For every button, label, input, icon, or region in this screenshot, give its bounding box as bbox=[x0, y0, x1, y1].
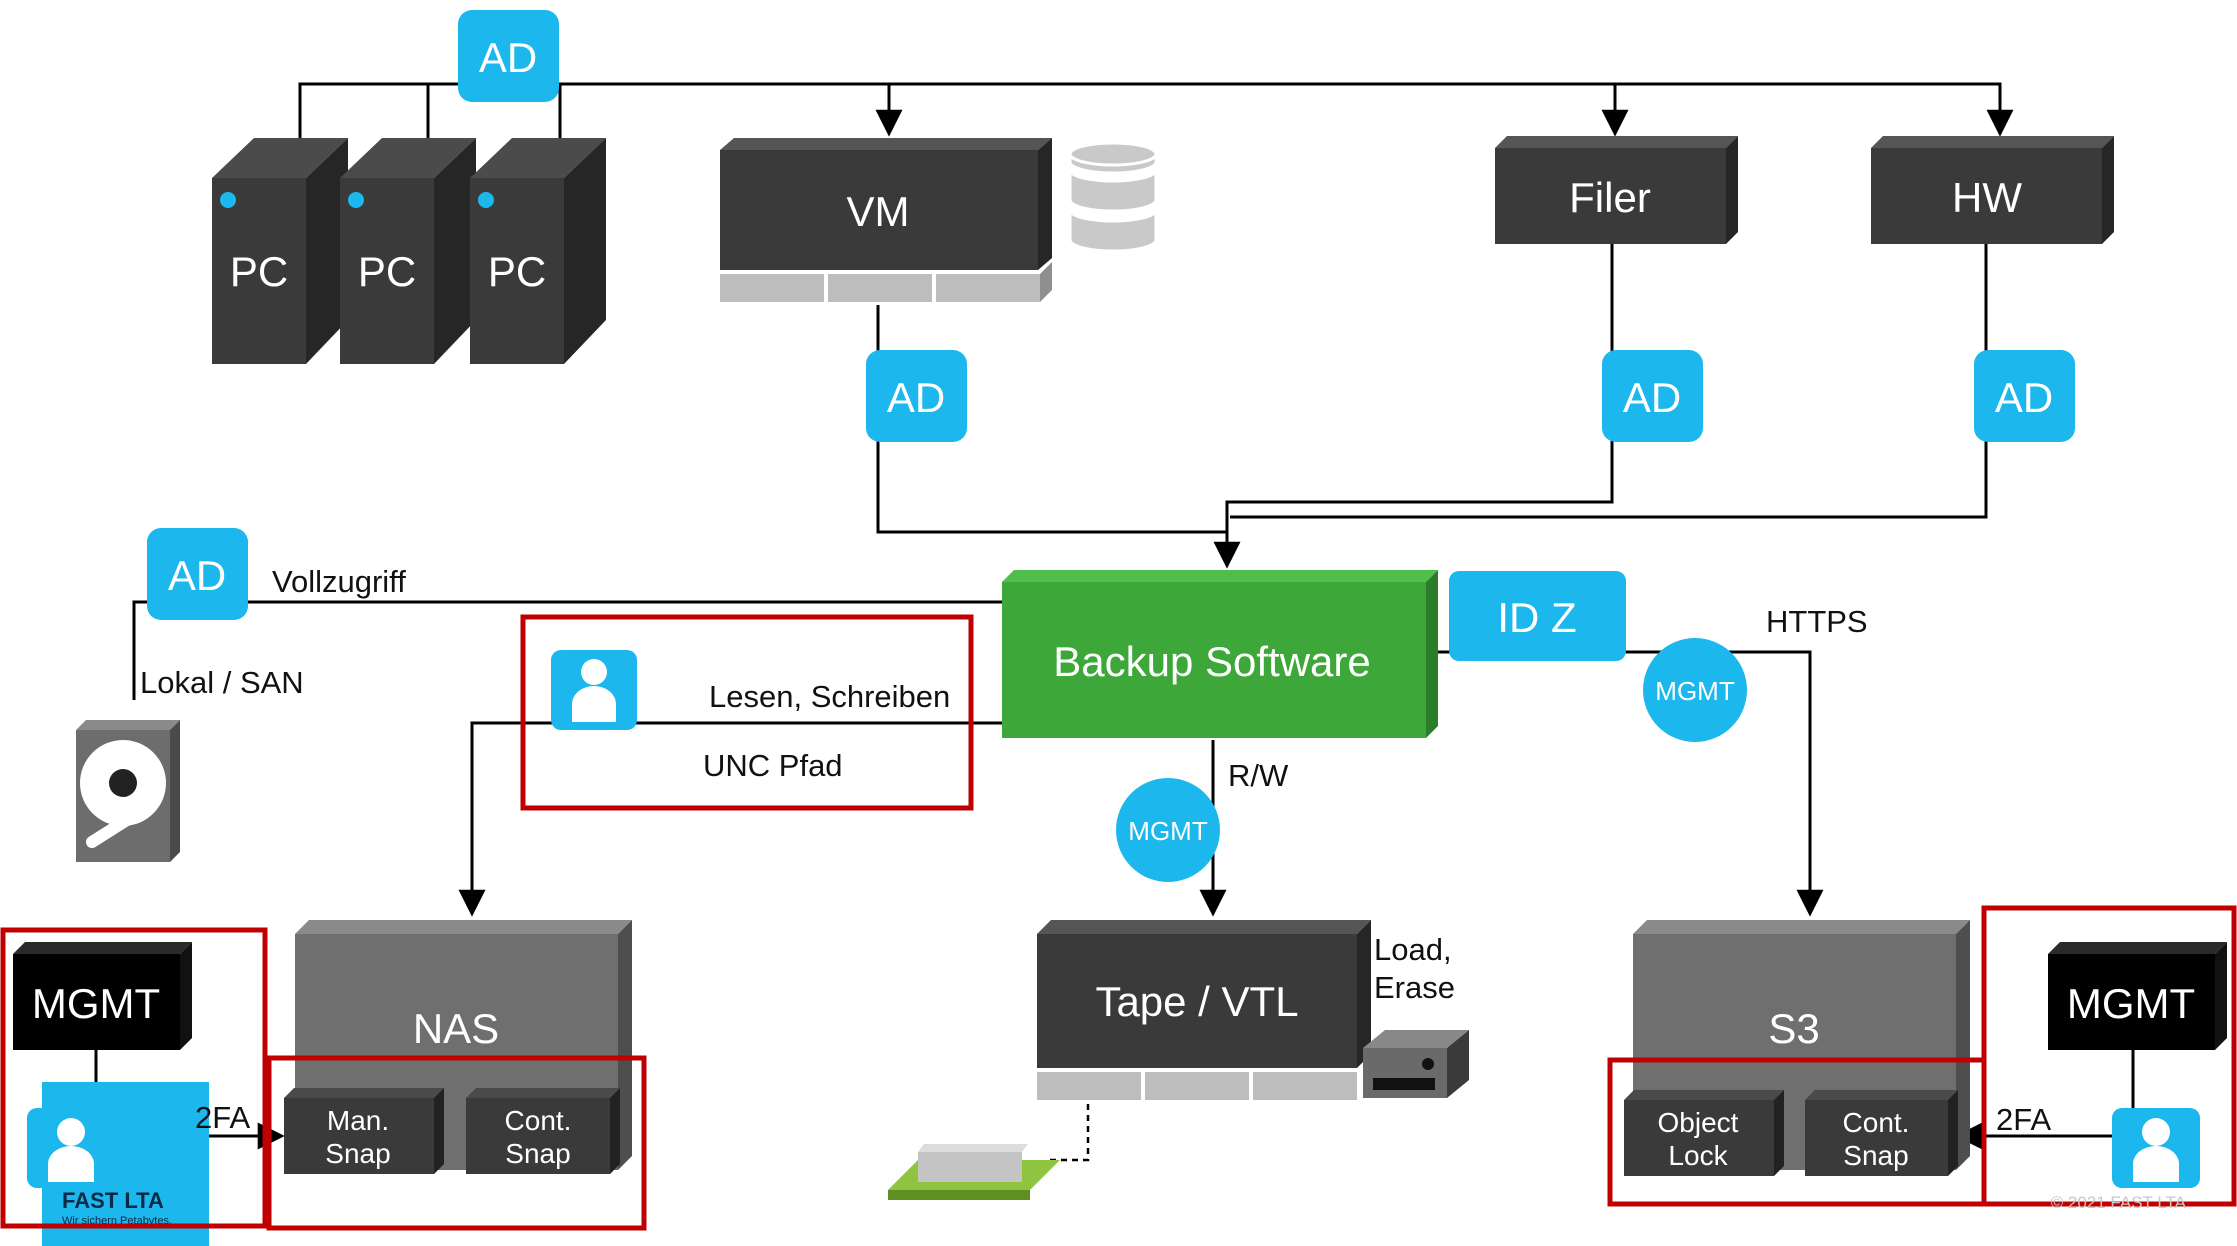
svg-text:Lock: Lock bbox=[1668, 1140, 1728, 1171]
labels: Vollzugriff Lokal / SAN Lesen, Schreiben… bbox=[140, 564, 2187, 1212]
svg-text:ID Z: ID Z bbox=[1497, 594, 1576, 641]
filer-node: Filer bbox=[1495, 136, 1738, 244]
vollzugriff-label: Vollzugriff bbox=[272, 564, 406, 599]
frame-mgmt-right bbox=[1981, 905, 2237, 1207]
user-icon-left bbox=[27, 1108, 115, 1188]
mgmt-circle-right: MGMT bbox=[1643, 638, 1747, 742]
svg-text:MGMT: MGMT bbox=[32, 980, 160, 1027]
svg-text:AD: AD bbox=[1623, 374, 1681, 421]
svg-text:NAS: NAS bbox=[413, 1005, 499, 1052]
ad-badge-top: AD bbox=[458, 10, 559, 102]
svg-text:AD: AD bbox=[168, 552, 226, 599]
tape-to-media-dashed bbox=[1046, 1082, 1090, 1162]
unc-pfad-label: UNC Pfad bbox=[703, 748, 843, 783]
https-label: HTTPS bbox=[1766, 604, 1868, 639]
svg-text:AD: AD bbox=[887, 374, 945, 421]
ad-badge-local: AD bbox=[147, 528, 248, 620]
svg-text:Backup Software: Backup Software bbox=[1053, 638, 1371, 685]
user-icon-right bbox=[2112, 1108, 2200, 1188]
svg-text:AD: AD bbox=[479, 34, 537, 81]
tape-drive-icon bbox=[1363, 1030, 1469, 1098]
copyright-label: © 2021 FAST LTA bbox=[2051, 1193, 2187, 1212]
logo-name: FAST LTA bbox=[62, 1188, 164, 1213]
id-z-badge: ID Z bbox=[1449, 571, 1626, 661]
user-icon-unc bbox=[551, 650, 637, 730]
pc3-label: PC bbox=[488, 248, 546, 295]
svg-text:MGMT: MGMT bbox=[1128, 816, 1208, 846]
svg-text:Snap: Snap bbox=[505, 1138, 570, 1169]
database-icon bbox=[1068, 141, 1158, 253]
svg-text:MGMT: MGMT bbox=[1655, 676, 1735, 706]
svg-text:Snap: Snap bbox=[325, 1138, 390, 1169]
hw-to-backup bbox=[1230, 242, 1988, 519]
ad-badge-hw: AD bbox=[1974, 350, 2075, 442]
pc2-label: PC bbox=[358, 248, 416, 295]
lokal-san-label: Lokal / SAN bbox=[140, 665, 304, 700]
hard-disk-icon bbox=[76, 720, 180, 862]
man-snap-box: Man. Snap bbox=[284, 1088, 444, 1174]
frame-nas-snaps bbox=[266, 1055, 647, 1231]
lesen-schreiben-label: Lesen, Schreiben bbox=[709, 679, 950, 714]
backup-software-node: Backup Software bbox=[1002, 570, 1438, 738]
hw-label: HW bbox=[1952, 174, 2022, 221]
svg-text:MGMT: MGMT bbox=[2067, 980, 2195, 1027]
twofa-left-label: 2FA bbox=[195, 1100, 250, 1135]
object-lock-box: Object Lock bbox=[1624, 1090, 1784, 1176]
rw-label: R/W bbox=[1228, 758, 1289, 793]
mgmt-circle-center: MGMT bbox=[1116, 778, 1220, 882]
pc-tower-3: PC bbox=[470, 138, 606, 364]
ad-badge-filer: AD bbox=[1602, 350, 1703, 442]
svg-text:Object: Object bbox=[1658, 1107, 1739, 1138]
pc-tower-2: PC bbox=[340, 138, 476, 364]
tape-cartridge-icon bbox=[888, 1144, 1060, 1200]
nas-cont-snap-box: Cont. Snap bbox=[466, 1088, 620, 1174]
hw-node: HW bbox=[1871, 136, 2114, 244]
twofa-right-label: 2FA bbox=[1996, 1102, 2051, 1137]
vm-label: VM bbox=[847, 188, 910, 235]
svg-text:S3: S3 bbox=[1768, 1005, 1819, 1052]
frame-mgmt-left bbox=[0, 927, 268, 1229]
unc-line bbox=[458, 721, 1002, 917]
svg-text:Cont.: Cont. bbox=[1843, 1107, 1910, 1138]
frame-unc bbox=[520, 614, 974, 811]
load-label: Load, bbox=[1374, 932, 1452, 967]
mgmt-box-left: MGMT bbox=[13, 942, 192, 1050]
vm-node: VM bbox=[720, 138, 1052, 302]
pc1-label: PC bbox=[230, 248, 288, 295]
s3-cont-snap-box: Cont. Snap bbox=[1805, 1090, 1958, 1176]
svg-text:Cont.: Cont. bbox=[505, 1105, 572, 1136]
svg-text:Man.: Man. bbox=[327, 1105, 389, 1136]
tape-vtl-node: Tape / VTL bbox=[1037, 920, 1371, 1100]
mgmt-box-right: MGMT bbox=[2048, 942, 2227, 1050]
highlight-frames bbox=[0, 614, 2237, 1231]
pc-tower-1: PC bbox=[212, 138, 348, 364]
svg-text:Tape / VTL: Tape / VTL bbox=[1095, 978, 1298, 1025]
svg-text:AD: AD bbox=[1995, 374, 2053, 421]
https-line bbox=[1438, 650, 1824, 917]
filer-label: Filer bbox=[1569, 174, 1651, 221]
ad-badge-vm: AD bbox=[866, 350, 967, 442]
vollzugriff-line bbox=[132, 600, 1002, 700]
erase-label: Erase bbox=[1374, 970, 1455, 1005]
svg-text:Snap: Snap bbox=[1843, 1140, 1908, 1171]
